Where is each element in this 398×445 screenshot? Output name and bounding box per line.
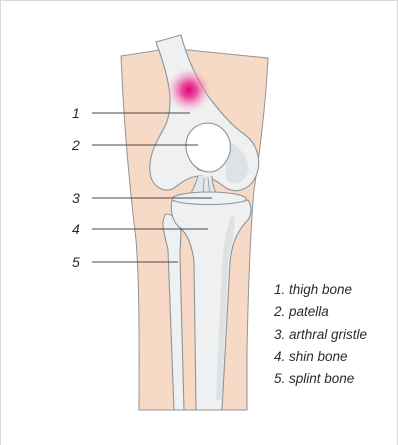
patella bbox=[186, 123, 230, 172]
pain-spot bbox=[167, 68, 211, 112]
legend-item-arthral-gristle: 3. arthral gristle bbox=[274, 324, 367, 346]
callout-2: 2 bbox=[72, 137, 80, 153]
callout-3: 3 bbox=[72, 190, 80, 206]
callout-4: 4 bbox=[72, 221, 80, 237]
legend-item-patella: 2. patella bbox=[274, 301, 367, 323]
legend: 1. thigh bone 2. patella 3. arthral gris… bbox=[274, 279, 367, 390]
callout-5: 5 bbox=[72, 254, 80, 270]
legend-item-thigh-bone: 1. thigh bone bbox=[274, 279, 367, 301]
legend-item-splint-bone: 5. splint bone bbox=[274, 368, 367, 390]
callout-1: 1 bbox=[72, 105, 80, 121]
legend-item-shin-bone: 4. shin bone bbox=[274, 346, 367, 368]
